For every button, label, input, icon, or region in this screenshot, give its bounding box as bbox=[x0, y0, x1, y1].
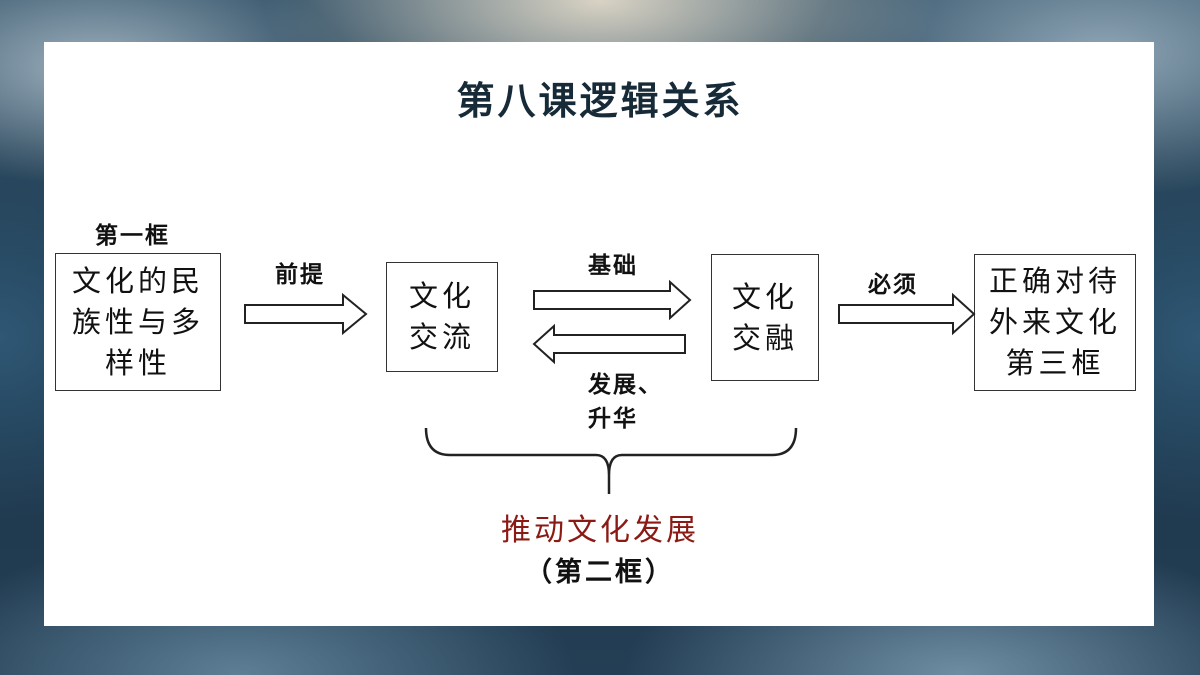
box-foreign-culture: 正确对待 外来文化 第三框 bbox=[974, 254, 1136, 391]
arrow-must bbox=[838, 292, 976, 336]
box4-line2: 外来文化 bbox=[988, 305, 1121, 339]
box3-line2: 交融 bbox=[731, 320, 798, 355]
edge-label-premise: 前提 bbox=[275, 261, 325, 288]
page-title: 第八课逻辑关系 bbox=[456, 79, 744, 123]
box1-line1: 文化的民 bbox=[71, 263, 204, 298]
box-ethnic-diversity: 文化的民 族性与多 样性 bbox=[55, 253, 221, 391]
box2-line2: 交流 bbox=[408, 320, 475, 354]
box-cultural-exchange: 文化 交流 bbox=[386, 262, 498, 372]
box3-line1: 文化 bbox=[731, 279, 798, 314]
box4-line3: 第三框 bbox=[1005, 346, 1105, 380]
edge-label-basis: 基础 bbox=[588, 252, 638, 279]
bottom-label: 推动文化发展 bbox=[501, 513, 699, 548]
box2-line1: 文化 bbox=[408, 279, 475, 313]
arrow-develop bbox=[532, 323, 686, 365]
box1-line3: 样性 bbox=[104, 345, 171, 380]
bottom-note: （第二框） bbox=[525, 557, 675, 588]
arrow-premise bbox=[244, 292, 368, 336]
arrow-basis bbox=[533, 279, 692, 321]
develop-line2: 升华 bbox=[588, 405, 638, 432]
edge-label-must: 必须 bbox=[868, 271, 918, 298]
brace bbox=[424, 427, 798, 494]
box1-line2: 族性与多 bbox=[71, 304, 204, 339]
box-cultural-fusion: 文化 交融 bbox=[711, 254, 819, 381]
develop-line1: 发展、 bbox=[588, 371, 663, 398]
edge-label-develop: 发展、 升华 bbox=[588, 368, 663, 436]
frame1-label: 第一框 bbox=[95, 222, 170, 249]
box4-line1: 正确对待 bbox=[988, 264, 1121, 298]
